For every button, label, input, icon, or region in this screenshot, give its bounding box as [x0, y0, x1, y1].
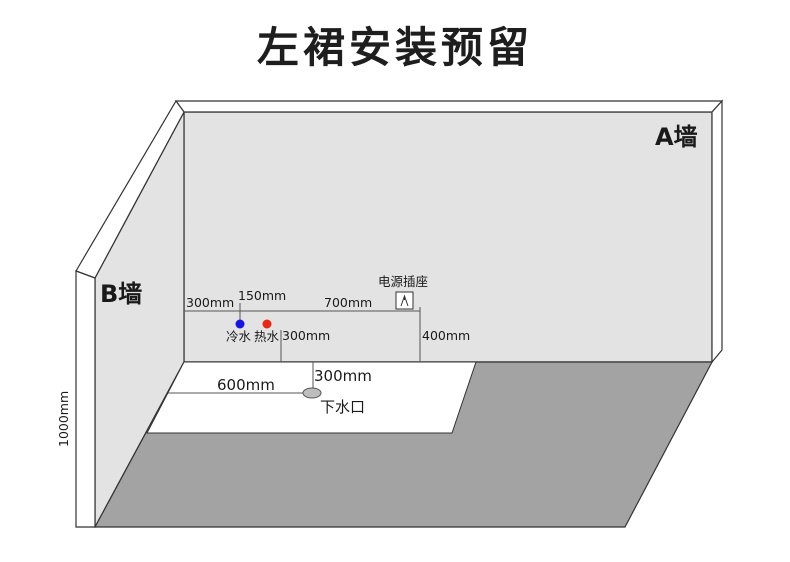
dim-600: 600mm: [217, 376, 275, 394]
dim-300-pipe: 300mm: [282, 328, 330, 343]
drain-ellipse: [302, 387, 322, 399]
dim-300-left: 300mm: [186, 295, 234, 310]
dim-400: 400mm: [422, 328, 470, 343]
back-wall-top-frame: [174, 100, 724, 113]
dim-150: 150mm: [238, 288, 286, 303]
power-socket-label: 电源插座: [378, 274, 428, 289]
left-wall-front-edge: [75, 270, 96, 528]
hot-water-label: 热水: [254, 329, 280, 344]
dim-300-drain: 300mm: [314, 367, 372, 385]
dimension-lines: [168, 303, 421, 394]
cold-water-dot: [235, 319, 245, 329]
back-wall-right-frame: [711, 99, 723, 364]
power-socket: [395, 291, 414, 310]
page-title: 左裙安装预留: [256, 23, 533, 72]
cold-water-label: 冷水: [226, 329, 252, 344]
drain-label: 下水口: [320, 398, 365, 416]
wall-b-label: B墙: [100, 280, 142, 308]
dim-700: 700mm: [324, 295, 372, 310]
hot-water-dot: [262, 319, 272, 329]
wall-a-label: A墙: [655, 123, 698, 151]
dim-1000: 1000mm: [56, 391, 71, 447]
